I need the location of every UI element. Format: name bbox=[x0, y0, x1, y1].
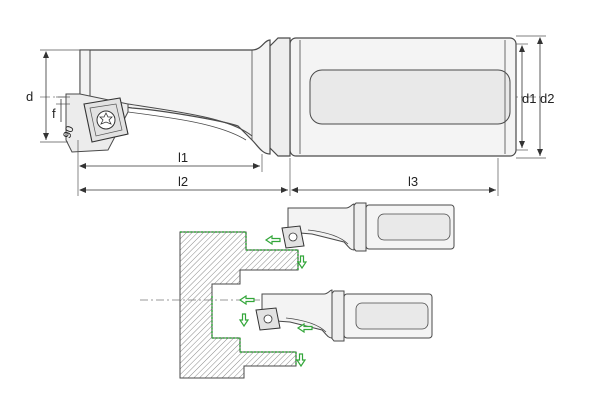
label-d: d bbox=[26, 89, 33, 104]
label-l2: l2 bbox=[178, 174, 188, 189]
shoulder-flange bbox=[267, 37, 291, 157]
label-l3: l3 bbox=[408, 174, 418, 189]
arrow-left-icon bbox=[238, 294, 255, 306]
drill-upper bbox=[281, 202, 455, 252]
shank-flat bbox=[309, 69, 511, 125]
arrow-down-icon bbox=[295, 353, 307, 368]
label-d2: d2 bbox=[540, 91, 554, 106]
flute bbox=[127, 103, 253, 137]
label-angle: 90 bbox=[61, 124, 76, 140]
arrow-down-icon bbox=[238, 313, 250, 328]
arrow-down-icon bbox=[296, 255, 308, 270]
drill-head bbox=[79, 49, 91, 101]
drill-lower bbox=[255, 289, 433, 342]
label-f: f bbox=[52, 106, 56, 121]
feed-arrows bbox=[238, 234, 313, 368]
arrow-left-icon bbox=[296, 322, 313, 334]
arrow-left-icon bbox=[264, 234, 281, 246]
torx-screw-icon bbox=[99, 112, 113, 125]
label-d1: d1 bbox=[522, 91, 536, 106]
insert bbox=[83, 97, 129, 143]
workpiece-operations bbox=[140, 202, 455, 379]
drill-side-view: d f 90 l1 l2 l3 d1 d2 bbox=[26, 35, 554, 196]
drill-body bbox=[79, 39, 271, 155]
machined-contour bbox=[180, 231, 299, 270]
label-l1: l1 bbox=[178, 150, 188, 165]
